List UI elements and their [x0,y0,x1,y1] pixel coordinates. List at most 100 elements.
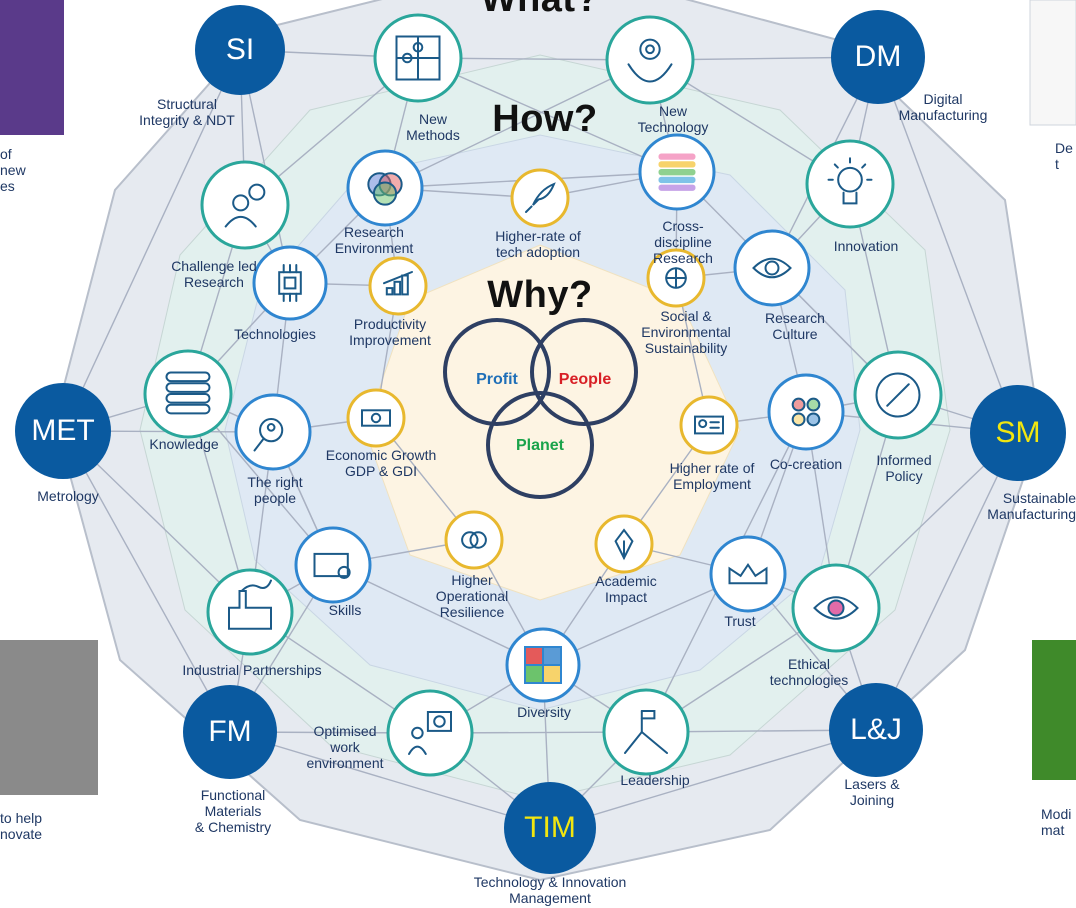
outer-node-circle [386,689,474,777]
hub-circle [15,383,111,479]
growth-chart-icon [383,271,413,296]
team-icon [791,397,821,427]
label-tech-adoption: Higher-rate of tech adoption [495,228,581,260]
outer-node-circle [200,160,290,250]
label-cross-discipline-research: Cross- discipline Research [653,218,713,266]
label-optimised-work-environment: Optimised work environment [306,723,384,771]
gear-hands-icon [627,38,673,83]
connection-line [877,56,1019,434]
label-leadership: Leadership [620,772,690,788]
outer-node-circle [805,139,895,229]
connection-line [549,729,877,829]
hub-circle [829,683,923,777]
right-bottom-snippet: Modi mat [1041,806,1072,838]
connection-line [417,57,678,173]
left-bottom-snippet: to help novate [0,810,43,842]
outer-node-circle [206,568,294,656]
money-icon [361,409,391,427]
hub-lj-abbr: L&J [850,713,902,746]
brain-icon [461,531,487,549]
summit-flag-icon [624,710,668,754]
presentation-icon [408,711,452,755]
globe-cycle-icon [665,267,687,289]
left-bottom-photo [0,640,98,795]
factory-icon [228,579,272,630]
label-challenge-led-research: Challenge led Research [171,258,257,290]
label-social-environmental-sustainability: Social & Environmental Sustainability [641,308,731,356]
connection-line [229,731,551,829]
venn-profit-circle [443,318,551,426]
hub-circle [195,5,285,95]
connection-line [62,49,241,432]
what-heading: What? [481,0,600,21]
middle-node-circle [733,229,811,307]
label-ethical-technologies: Ethical technologies [769,656,849,688]
hub-circle [183,685,277,779]
label-new-technology: New Technology [637,103,709,135]
label-trust: Trust [724,613,756,629]
left-top-photo [0,0,64,135]
right-top-document [1029,0,1076,126]
label-industrial-partnerships: Industrial Partnerships [182,662,322,678]
hub-circle [831,10,925,104]
middle-node-circle [767,373,845,451]
magnifier-person-icon [253,418,284,452]
lightbulb-icon [827,157,873,205]
label-academic-impact: Academic Impact [595,573,657,605]
hub-tim-name: Technology & Innovation Management [473,874,627,906]
puzzle-icon [395,35,441,81]
hub-met-abbr: MET [31,414,95,447]
hub-fm-abbr: FM [208,715,252,748]
hub-fm-name: Functional Materials & Chemistry [194,787,272,835]
connection-line [875,432,1019,731]
label-economic-growth: Economic Growth GDP & GDI [325,447,437,479]
middle-node-circle [234,393,312,471]
eye-bubble-icon [752,257,792,279]
hub-tim-abbr: TIM [524,811,576,844]
label-innovation: Innovation [833,238,899,254]
hub-met-name: Metrology [37,488,99,504]
hub-circle [504,782,596,874]
rocket-icon [525,182,556,213]
middle-node-circle [709,535,787,613]
hub-si-abbr: SI [225,33,255,66]
venn-building-icon [367,172,403,206]
crown-icon [728,562,768,585]
label-co-creation: Co-creation [769,456,843,472]
question-person-icon [224,183,266,228]
label-the-right-people: The right people [247,474,303,506]
label-new-methods: New Methods [406,111,460,143]
chip-icon [278,264,302,302]
inner-node-circle [510,168,570,228]
connection-line [62,430,231,733]
label-research-environment: Research Environment [334,224,414,256]
pen-nib-icon [614,528,634,561]
eye-icon [813,596,859,620]
label-skills: Skills [328,602,362,618]
label-informed-policy: Informed Policy [876,452,932,484]
hub-dm-name: Digital Manufacturing [898,91,988,123]
connection-line [332,564,544,666]
id-card-icon [694,415,724,435]
certificate-icon [313,552,351,579]
how-heading: How? [492,98,598,140]
colored-puzzle-icon [524,646,562,684]
hub-circle [970,385,1066,481]
hub-dm-abbr: DM [854,40,902,73]
outer-node-circle [605,15,695,105]
left-top-snippet: of new es [0,146,26,194]
venn-planet-circle [486,391,594,499]
hub-si-name: Structural Integrity & NDT [139,96,235,128]
venn-planet-label: Planet [515,437,565,454]
right-top-snippet: De t [1055,140,1073,172]
hub-lj-name: Lasers & Joining [844,776,900,808]
venn-profit-label: Profit [476,371,518,388]
why-heading: Why? [487,274,593,316]
label-technologies: Technologies [234,326,316,342]
venn-people-label: People [558,371,612,388]
hub-sm-abbr: SM [995,416,1041,449]
books-icon [165,371,211,415]
inner-node-circle [679,395,739,455]
stack-bars-icon [658,153,696,191]
